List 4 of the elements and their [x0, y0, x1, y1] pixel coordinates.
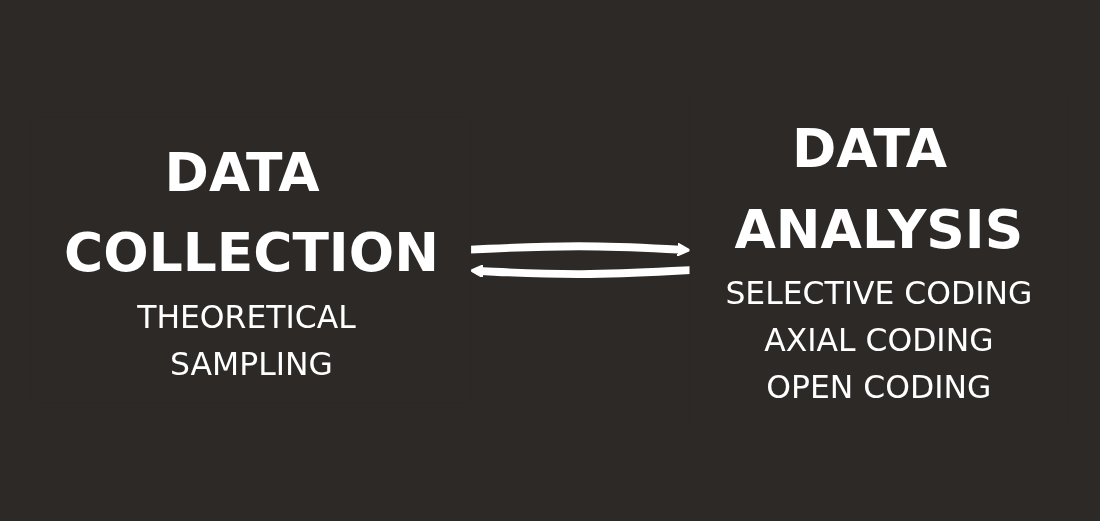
node-text: DATA COLLECTION THEORETICAL SAMPLING	[64, 141, 439, 384]
arrow	[470, 242, 691, 257]
node-text: DATA ANALYSIS SELECTIVE CODING AXIAL CODING OPEN CODING	[725, 117, 1033, 407]
arrow	[469, 264, 691, 279]
